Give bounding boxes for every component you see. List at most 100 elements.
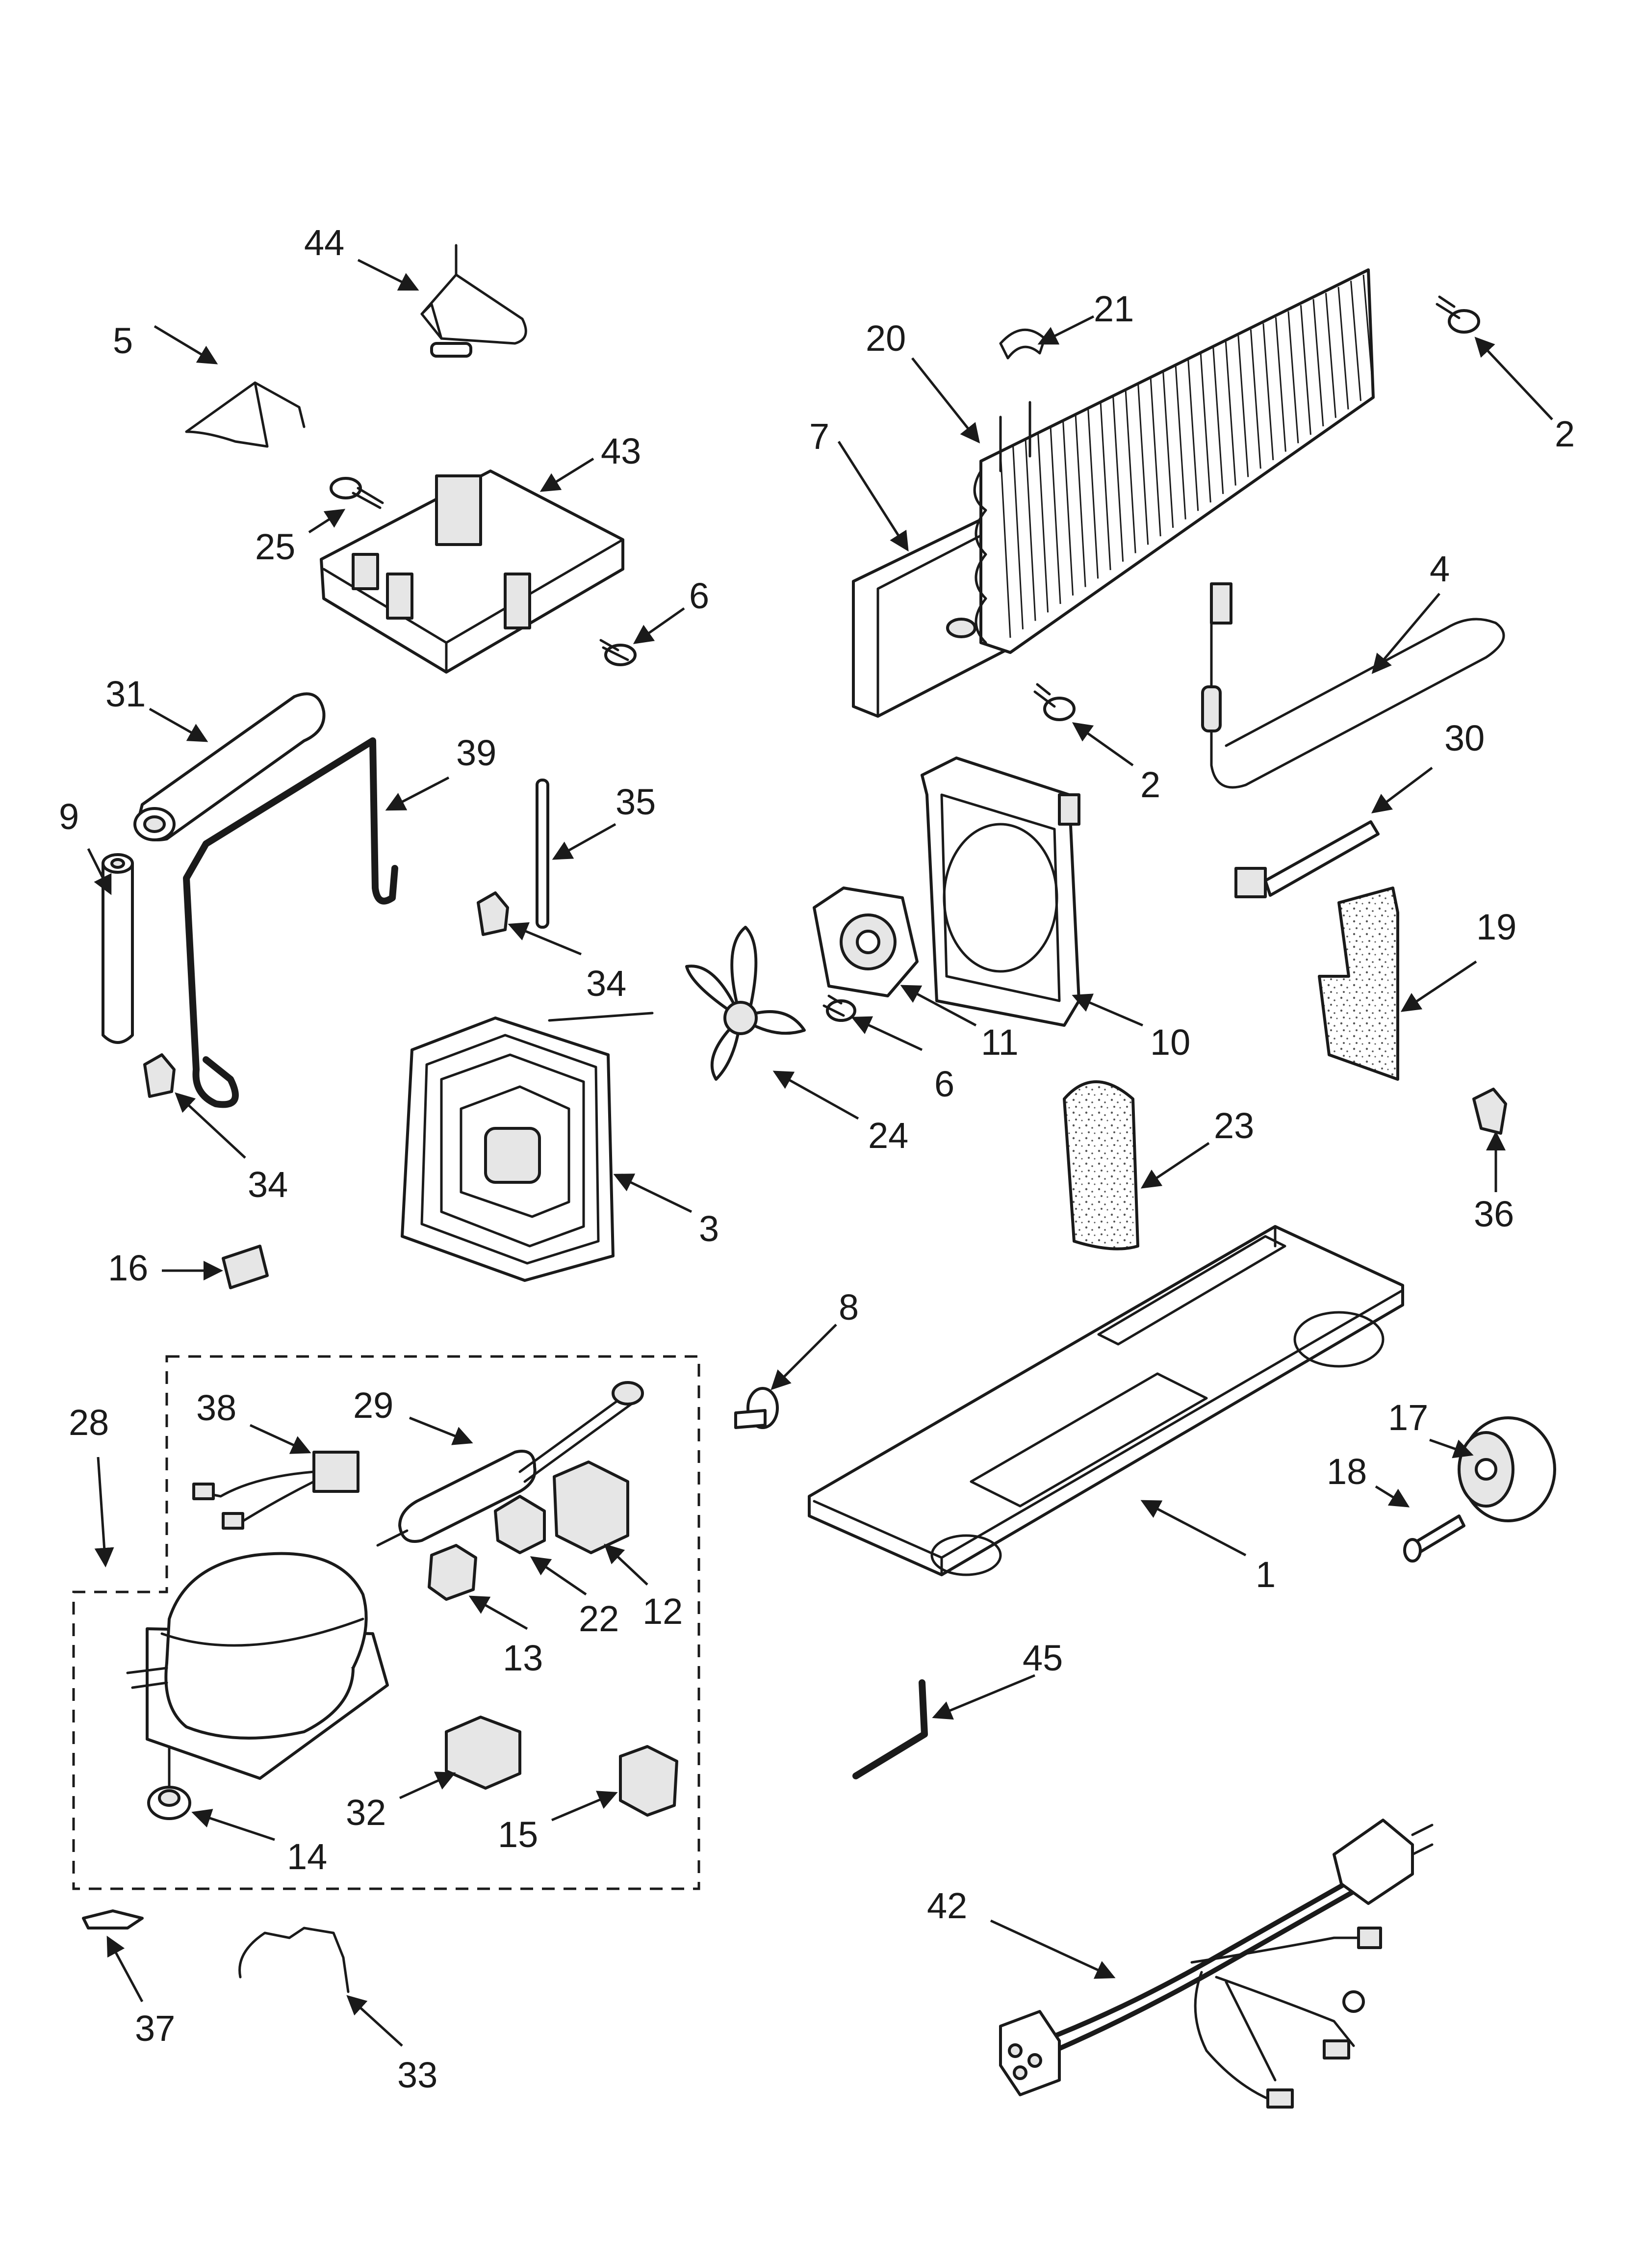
part-43-control-box (320, 469, 624, 674)
leader-6b (851, 1016, 923, 1051)
part-30-cable-tie (1234, 820, 1380, 898)
part-23-foam-block (1063, 1080, 1139, 1251)
coil-fin (1275, 317, 1286, 452)
coil-fin (1175, 366, 1186, 520)
part-8-grommet (734, 1387, 779, 1429)
leader-37 (106, 1935, 144, 2003)
callout-9: 9 (59, 796, 79, 837)
coil-fin (1137, 384, 1149, 545)
leader-25 (308, 509, 346, 534)
part-12-relay (553, 1460, 629, 1554)
callout-17: 17 (1388, 1397, 1428, 1438)
coil-fins (1000, 274, 1374, 638)
callout-2b: 2 (1140, 764, 1160, 805)
leader-5 (154, 325, 218, 365)
part-22-overload (494, 1495, 546, 1554)
coil-fin (1325, 293, 1336, 418)
leader-6a (633, 607, 685, 644)
leader-22 (530, 1556, 587, 1596)
leader-34b (175, 1092, 246, 1159)
part-11-fan-motor (813, 886, 919, 997)
part-4-defrost-heater (1201, 582, 1505, 789)
leader-44 (357, 259, 419, 291)
callout-45: 45 (1023, 1638, 1063, 1678)
part-5-wire-clip (185, 381, 306, 448)
callout-36: 36 (1474, 1194, 1514, 1234)
part-19-foam-block (1318, 886, 1399, 1081)
part-9-insulation-sleeve (102, 853, 134, 1044)
leader-8 (770, 1324, 837, 1390)
part-compressor (126, 1552, 389, 1780)
callout-24: 24 (868, 1115, 908, 1156)
coil-fin (1162, 372, 1174, 528)
callout-1: 1 (1256, 1554, 1276, 1595)
coil-fin (1300, 305, 1311, 435)
leader-33 (346, 1995, 403, 2047)
leader-28 (94, 1457, 114, 1567)
coil-fin (1062, 420, 1074, 596)
coil-fin (1362, 274, 1374, 393)
callout-7: 7 (809, 416, 829, 457)
coil-fin (1100, 402, 1111, 571)
coil-fin (1337, 287, 1349, 410)
part-13-terminal (428, 1544, 477, 1601)
callout-38: 38 (196, 1387, 236, 1428)
callout-20: 20 (866, 318, 906, 359)
coil-fin (1187, 360, 1199, 511)
callout-43: 43 (601, 431, 641, 471)
part-42-wiring-harness (999, 1819, 1434, 2109)
part-33-wire-clip (238, 1927, 350, 1993)
leader-3 (613, 1173, 693, 1213)
leader-31 (149, 707, 208, 742)
coil-fin (1200, 354, 1211, 503)
coil-fin (1087, 409, 1099, 579)
callout-8: 8 (839, 1287, 859, 1328)
callout-15: 15 (498, 1814, 538, 1855)
leader-42 (990, 1919, 1116, 1979)
part-38-wire-harness (192, 1451, 359, 1530)
coil-fin (1262, 323, 1274, 461)
coil-fin (1312, 299, 1324, 427)
callout-18: 18 (1327, 1451, 1367, 1492)
coil-fin (1125, 390, 1136, 553)
leader-12 (604, 1543, 648, 1586)
leader-29 (409, 1416, 473, 1445)
callout-44: 44 (304, 222, 344, 263)
coil-fin (1037, 433, 1049, 613)
callout-4: 4 (1430, 548, 1450, 589)
coil-fin (1025, 439, 1036, 621)
leader-39 (385, 776, 450, 811)
leader-11 (900, 985, 977, 1027)
leader-21 (1037, 315, 1095, 345)
part-6-screw-upper (599, 639, 637, 666)
coil-fin (1150, 378, 1161, 537)
part-35-rod (536, 779, 549, 929)
callout-37: 37 (135, 2008, 175, 2049)
leader-13 (468, 1595, 528, 1630)
coil-fin (1250, 329, 1261, 469)
part-21-clip (999, 328, 1046, 360)
part-39-tube (183, 737, 398, 1108)
callout-32: 32 (346, 1792, 386, 1833)
leader-9 (87, 848, 112, 895)
coil-fin (1012, 445, 1024, 629)
coil-fin (1350, 281, 1361, 401)
callout-16: 16 (108, 1248, 148, 1288)
leader-2b (1072, 722, 1134, 767)
part-6-screw-lower (822, 994, 856, 1022)
part-32-capacitor (445, 1716, 521, 1790)
coil-fin (1237, 336, 1249, 477)
leader-43 (539, 457, 594, 492)
coil-fin (1225, 341, 1236, 486)
callout-19: 19 (1476, 907, 1516, 947)
coil-fin (1212, 347, 1224, 494)
leader-45 (932, 1674, 1035, 1720)
callout-6b: 6 (934, 1064, 954, 1104)
leader-15 (551, 1791, 618, 1822)
callout-33: 33 (397, 2055, 437, 2095)
part-16-clip (222, 1245, 269, 1289)
callout-31: 31 (105, 674, 146, 714)
callout-11: 11 (981, 1022, 1019, 1063)
leader-1 (1140, 1500, 1247, 1557)
